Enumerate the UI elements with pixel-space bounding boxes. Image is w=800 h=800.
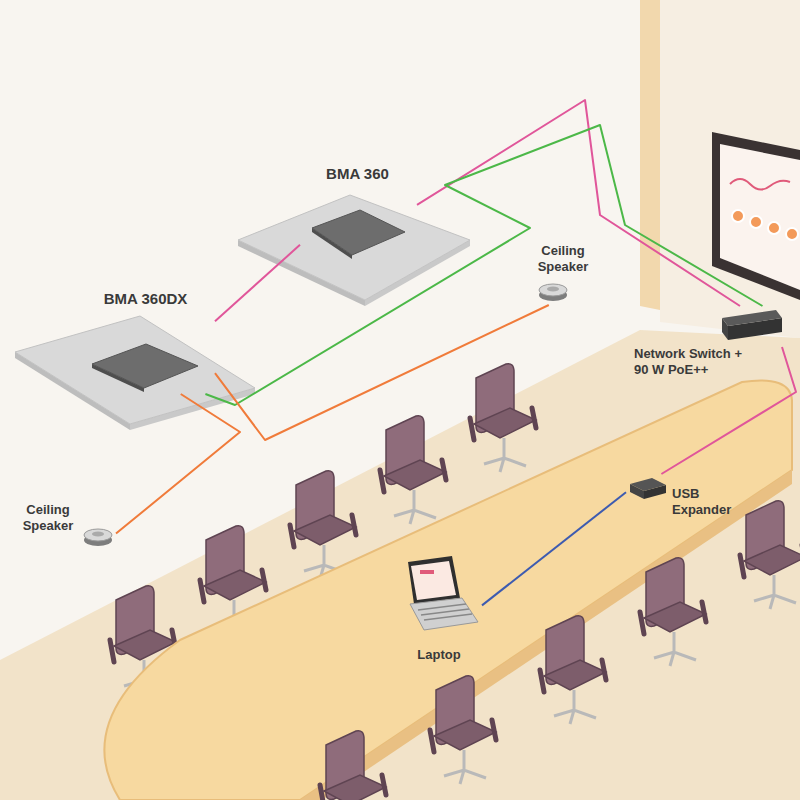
laptop (408, 556, 478, 630)
tv-screen (712, 132, 800, 300)
microphone-array (92, 344, 198, 392)
device-label: Ceiling Speaker (16, 502, 80, 535)
device-label: BMA 360 (300, 165, 415, 184)
chair (640, 558, 706, 666)
ceiling-tile (238, 195, 470, 306)
chair (320, 731, 386, 800)
device-label-box: Ceiling Speaker (526, 243, 602, 305)
cable (215, 305, 549, 440)
device-label-box: Ceiling Speaker (16, 500, 116, 548)
cable (116, 394, 240, 534)
wall-pillar (640, 0, 660, 310)
device-label-box: Laptop (398, 555, 482, 667)
cable (215, 245, 300, 321)
ceiling-speaker (539, 284, 567, 301)
ceiling-tile (15, 316, 255, 430)
device-label: Ceiling Speaker (526, 243, 600, 276)
device-label-box: USB Expander (626, 474, 744, 526)
chair (430, 676, 496, 784)
device-label: Network Switch + 90 W PoE++ (634, 346, 746, 379)
device-label-box: Network Switch + 90 W PoE++ (632, 306, 782, 381)
conference-table (104, 380, 792, 800)
chair (470, 364, 536, 472)
device-label: USB Expander (672, 486, 740, 519)
device-label-box: BMA 360 (300, 165, 417, 260)
cable (417, 100, 740, 306)
chair (740, 501, 800, 609)
device-label: BMA 360DX (78, 290, 213, 309)
network-switch (722, 310, 782, 340)
cable (482, 492, 626, 605)
chair (540, 616, 606, 724)
device-label: Laptop (398, 647, 480, 663)
device-label-box: BMA 360DX (78, 290, 215, 394)
ceiling-speaker (84, 529, 112, 546)
chair (380, 416, 446, 524)
microphone-array (312, 210, 405, 259)
cable (205, 125, 762, 405)
usb-expander (630, 478, 666, 499)
